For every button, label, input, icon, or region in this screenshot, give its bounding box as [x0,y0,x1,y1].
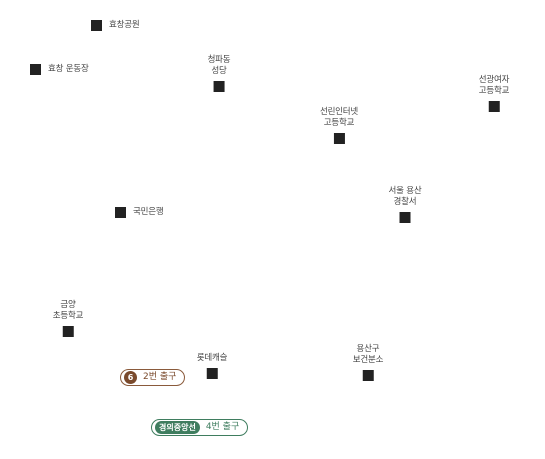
poi-sungkwang-girls-school[interactable]: 선광여자 고등학교 [479,75,509,112]
building-marker-icon [62,326,74,337]
poi-lotte-castle[interactable]: 롯데캐슬 [197,353,227,379]
exit-gyeongui-4-marker[interactable]: 경의중앙선 4번 출구 [151,419,249,436]
poi-label: 선린인터넷 고등학교 [319,107,359,128]
poi-label: 국민은행 [133,207,164,217]
poi-label: 롯데캐슬 [196,353,228,363]
poi-hyochang-stadium[interactable]: 효창 운동장 [30,64,89,75]
poi-yongsan-health-center[interactable]: 용산구 보건분소 [353,344,383,381]
exit-label: 4번 출구 [205,422,240,432]
poi-label: 효창 운동장 [48,64,89,74]
building-marker-icon [213,81,225,92]
building-marker-icon [206,368,218,379]
building-marker-icon [91,20,102,31]
poi-geumyang-school[interactable]: 금양 초등학교 [53,300,83,337]
poi-label: 선광여자 고등학교 [478,75,510,96]
building-marker-icon [488,101,500,112]
poi-label: 금양 초등학교 [52,300,84,321]
gyeongui-jungang-line-badge: 경의중앙선 [155,421,200,434]
building-marker-icon [333,133,345,144]
poi-cheongpa-church[interactable]: 청파동 성당 [208,55,231,92]
exit-6-line-2-marker[interactable]: 6 2번 출구 [120,369,186,386]
building-marker-icon [399,212,411,223]
poi-kookmin-bank[interactable]: 국민은행 [115,207,164,218]
poi-label: 용산구 보건분소 [352,344,384,365]
exit-label: 2번 출구 [143,372,177,382]
poi-hyochang-park[interactable]: 효창공원 [91,20,140,31]
building-marker-icon [115,207,126,218]
building-marker-icon [362,370,374,381]
poi-label: 청파동 성당 [207,55,231,76]
poi-sunrin-school[interactable]: 선린인터넷 고등학교 [320,107,358,144]
poi-label: 서울 용산 경찰서 [388,186,422,207]
poi-yongsan-police[interactable]: 서울 용산 경찰서 [389,186,422,223]
building-marker-icon [30,64,41,75]
poi-label: 효창공원 [109,20,140,30]
subway-line-6-badge: 6 [124,371,137,384]
